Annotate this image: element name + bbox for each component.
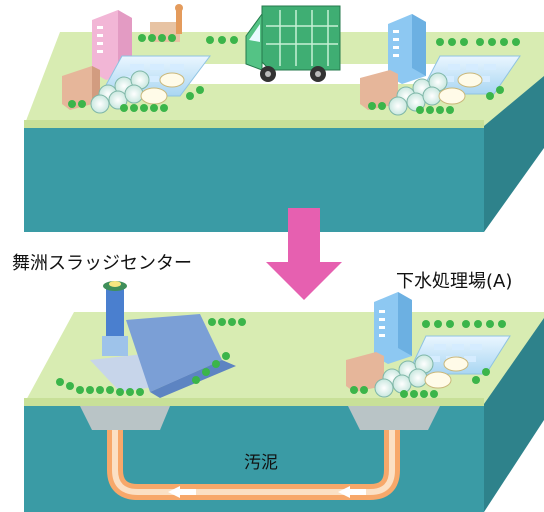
sludge-center xyxy=(56,281,246,398)
chimney-icon xyxy=(102,281,128,356)
treatment-plant-label: 下水処理場(A) xyxy=(396,271,513,292)
left-arrow-icon xyxy=(168,486,366,498)
sludge-pipe xyxy=(107,430,400,500)
top-left-plant xyxy=(62,4,238,114)
down-arrow-icon xyxy=(266,208,342,300)
sludge-center-label: 舞洲スラッジセンター xyxy=(12,253,192,274)
sludge-label: 汚泥 xyxy=(244,453,278,473)
top-right-plant xyxy=(360,14,521,116)
bottom-right-plant xyxy=(346,292,511,398)
truck-icon xyxy=(245,5,341,82)
